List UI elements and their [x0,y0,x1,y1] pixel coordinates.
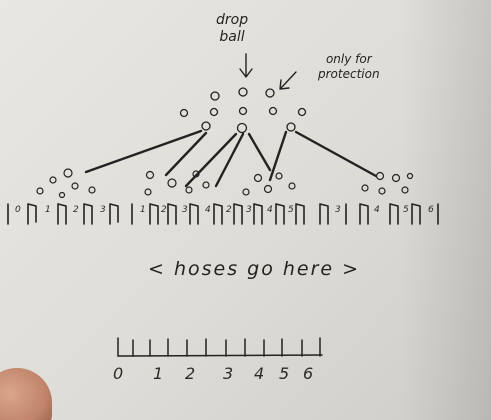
drop-arrow-icon [239,53,253,78]
drop-ball-line-2: ball [219,29,245,45]
bin-label: 4 [374,205,380,215]
bin-label: 2 [226,205,232,215]
bin-label: 1 [45,205,51,215]
hoses-label: < hoses go here > [148,258,361,280]
bin-label: 6 [428,205,434,215]
lower-pegs [36,168,414,199]
bin-row [7,203,439,225]
protection-label: only for protection [318,52,380,82]
scale-tick-label: 1 [153,364,164,383]
protection-line-1: only for [325,52,372,66]
bin-label: 3 [182,205,188,215]
bin-label: 1 [140,205,146,215]
scale-ruler [117,337,323,357]
drop-ball-line-1: drop [216,12,249,28]
scale-tick-label: 2 [185,364,196,383]
scale-tick-label: 4 [254,364,265,383]
bin-label: 3 [246,205,252,215]
bin-label: 2 [73,205,79,215]
bin-label: 5 [288,205,294,215]
protection-line-2: protection [318,67,380,81]
drop-ball-label: drop ball [216,12,248,46]
bin-label: 0 [15,205,21,215]
bin-label: 5 [403,205,409,215]
bin-label: 4 [267,205,273,215]
protection-arrow-icon [279,71,297,90]
channel-lines [84,129,378,188]
bin-label: 4 [205,205,211,215]
scale-tick-label: 0 [113,364,124,383]
scale-tick-label: 5 [279,364,290,383]
scale-tick-label: 6 [303,364,314,383]
scale-tick-label: 3 [223,364,234,383]
bin-label: 3 [100,205,106,215]
bin-label: 2 [161,205,167,215]
top-pegs [179,87,307,134]
bin-label: 3 [335,205,341,215]
